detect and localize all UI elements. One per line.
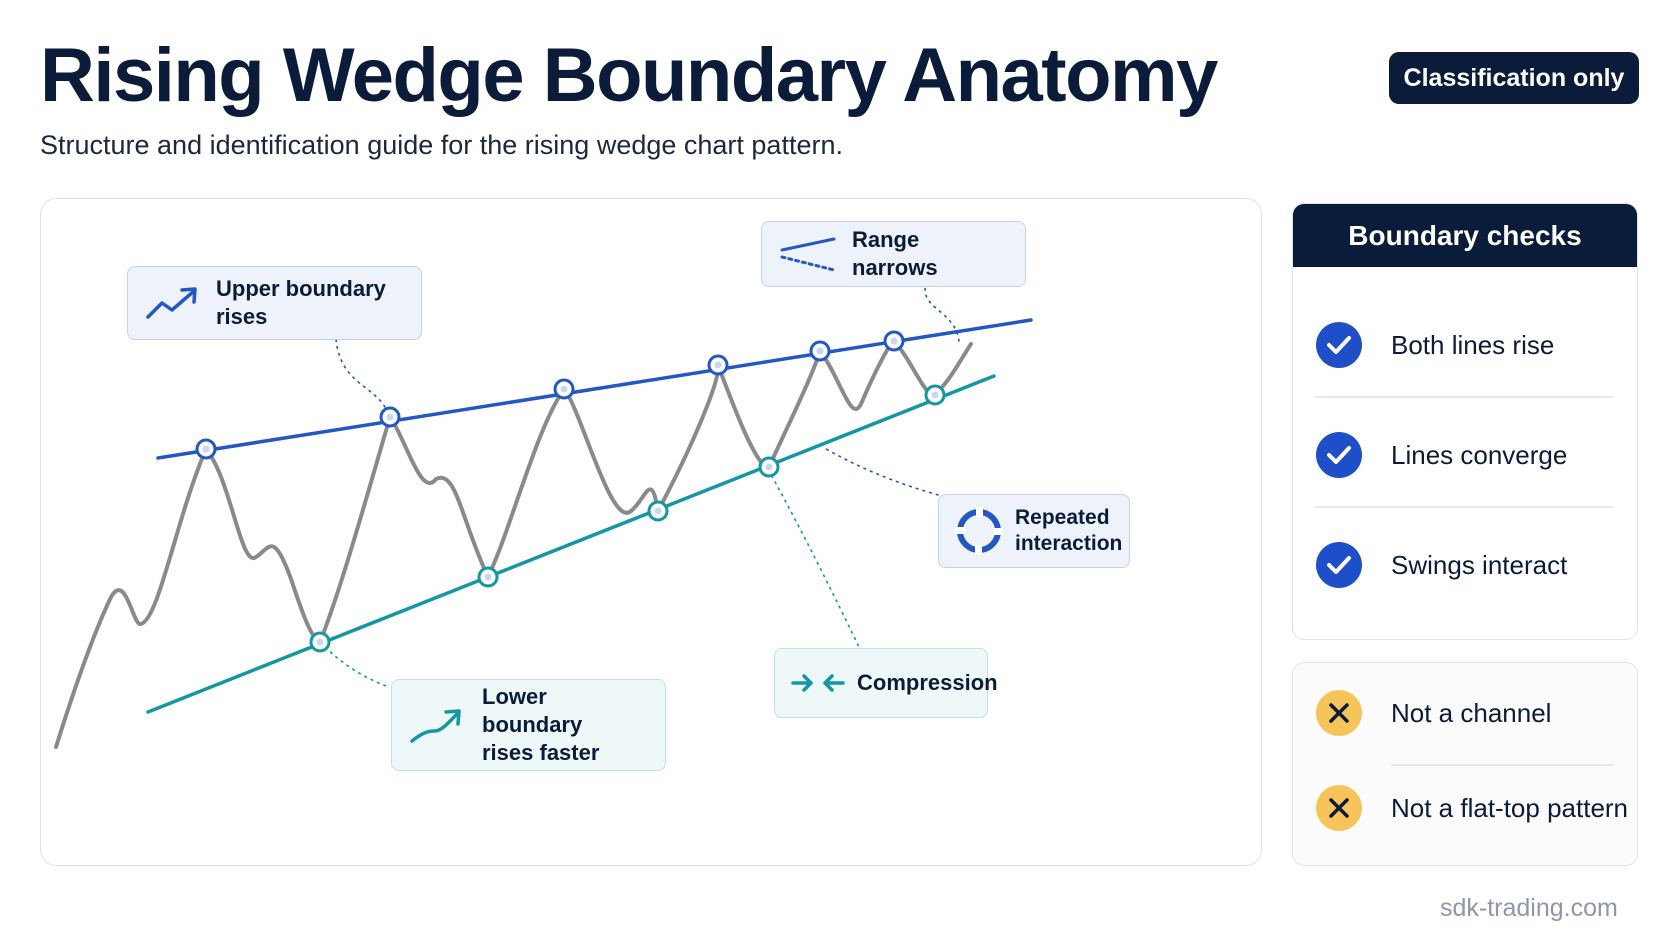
- check-item-label: Lines converge: [1391, 439, 1568, 470]
- exclusion-item-label: Not a channel: [1391, 697, 1552, 728]
- callout-upper-boundary: Upper boundary rises: [127, 266, 422, 340]
- check-item-both-lines-rise: Both lines rise: [1293, 315, 1637, 375]
- exclusion-item-label: Not a flat-top pattern: [1391, 792, 1629, 823]
- exclusions-panel: Not a channel Not a flat-top pattern: [1292, 662, 1638, 866]
- watermark[interactable]: sdk-trading.com: [1440, 894, 1618, 922]
- callout-range-narrows: Range narrows: [761, 221, 1026, 287]
- check-circle-icon: [1316, 432, 1362, 478]
- callout-compression-label: Compression: [857, 670, 998, 695]
- leader-compression: [767, 468, 860, 648]
- converging-lines-icon: [780, 237, 836, 272]
- callout-lower-boundary: Lower boundary rises faster: [391, 679, 666, 771]
- diagram-panel: Upper boundary rises Range narrows Repea…: [40, 198, 1262, 866]
- callout-compression: Compression: [774, 648, 998, 718]
- trend-up-icon: [146, 287, 197, 319]
- exclusion-item-not-a-channel: Not a channel: [1293, 683, 1637, 743]
- x-circle-icon: [1316, 785, 1362, 831]
- check-circle-icon: [1316, 322, 1362, 368]
- check-item-lines-converge: Lines converge: [1293, 425, 1637, 485]
- callout-upper-label: Upper boundary rises: [216, 276, 386, 329]
- refresh-icon: [955, 507, 1003, 555]
- boundary-checks-title: Boundary checks: [1293, 204, 1637, 267]
- lower-boundary-line: [146, 374, 996, 714]
- exclusion-item-not-flat-top: Not a flat-top pattern: [1293, 778, 1637, 838]
- leader-upper: [335, 338, 391, 420]
- check-item-label: Both lines rise: [1391, 329, 1555, 360]
- callout-repeated-label: Repeated interaction: [1015, 506, 1123, 555]
- x-circle-icon: [1316, 690, 1362, 736]
- callout-repeated-interaction: Repeated interaction: [938, 494, 1130, 568]
- divider: [1315, 396, 1613, 398]
- page-subtitle: Structure and identification guide for t…: [40, 130, 843, 160]
- callout-lower-label: Lower boundary rises faster: [482, 684, 600, 765]
- page-title: Rising Wedge Boundary Anatomy: [40, 33, 1218, 118]
- compress-arrows-icon: [791, 674, 845, 692]
- classification-badge: Classification only: [1389, 52, 1639, 104]
- check-circle-icon: [1316, 542, 1362, 588]
- wedge-diagram: [54, 280, 1033, 749]
- check-item-swings-interact: Swings interact: [1293, 535, 1637, 595]
- check-item-label: Swings interact: [1391, 549, 1568, 580]
- divider: [1315, 506, 1613, 508]
- callout-range-label: Range narrows: [852, 227, 938, 280]
- leader-lower: [319, 641, 390, 688]
- boundary-checks-panel: Boundary checks Both lines rise Lines co…: [1292, 203, 1638, 640]
- divider: [1391, 764, 1613, 766]
- trend-up-icon: [410, 709, 461, 743]
